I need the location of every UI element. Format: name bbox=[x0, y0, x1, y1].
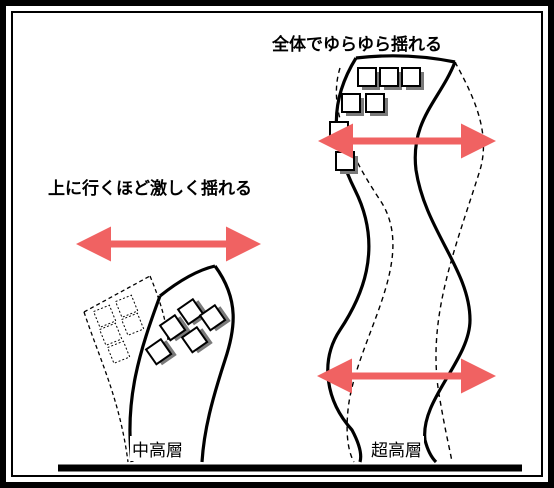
mid-rise-windows bbox=[144, 297, 231, 366]
mid-rise-building bbox=[128, 264, 235, 463]
super-high-rise-label: 超高層 bbox=[369, 436, 424, 461]
super-high-rise-caption: 全体でゆらゆら揺れる bbox=[272, 35, 442, 55]
super-high-rise-sway-outlines bbox=[335, 61, 485, 463]
mid-rise-caption: 上に行くほど激しく揺れる bbox=[48, 179, 252, 199]
inner-frame bbox=[11, 11, 543, 477]
mid-rise-label: 中高層 bbox=[130, 436, 185, 461]
mid-rise-original-outline bbox=[83, 275, 169, 463]
